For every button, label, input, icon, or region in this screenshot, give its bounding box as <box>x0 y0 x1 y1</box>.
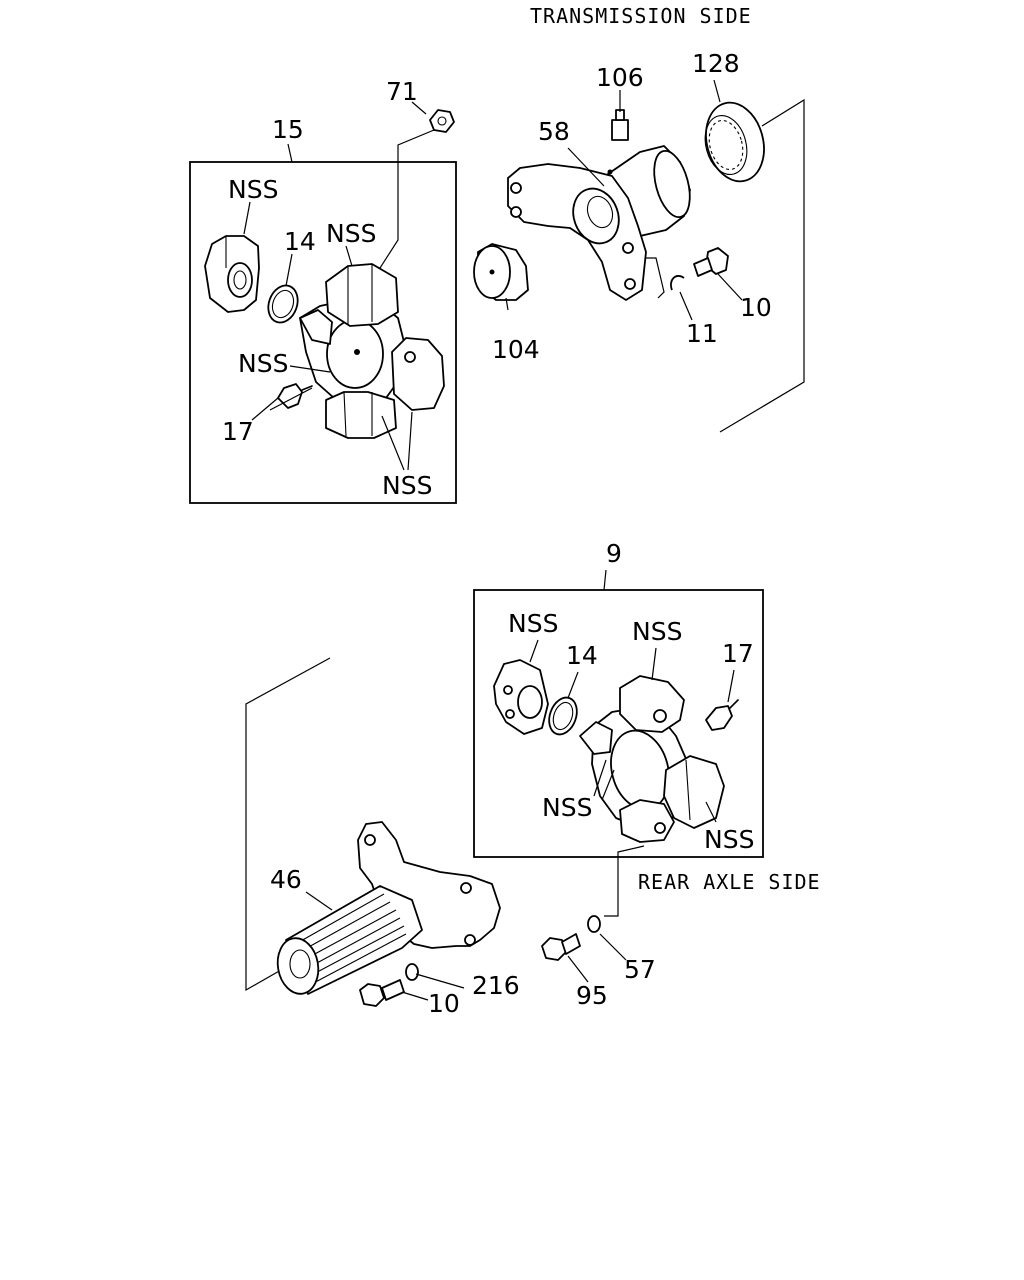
grease-fitting-106 <box>611 109 629 141</box>
label-10-bottom: 10 <box>428 989 460 1018</box>
snap-ring-top <box>267 284 299 324</box>
label-nss-bottom-1: NSS <box>508 609 558 638</box>
snap-ring-bottom <box>548 696 578 736</box>
label-17-top: 17 <box>222 417 254 446</box>
label-95: 95 <box>576 981 608 1010</box>
label-106: 106 <box>596 63 644 92</box>
universal-joint-cross-top <box>299 263 445 439</box>
label-17-bottom: 17 <box>722 639 754 668</box>
label-nss-top-4: NSS <box>382 471 432 500</box>
bearing-cap-bottom <box>493 659 549 735</box>
label-216: 216 <box>472 971 520 1000</box>
label-14-bottom: 14 <box>566 641 598 670</box>
nut-71 <box>429 109 455 133</box>
frame-outline-bottom <box>245 657 331 992</box>
frame-outline-top <box>719 98 805 433</box>
grease-fitting-bottom <box>705 699 739 731</box>
label-nss-top-3: NSS <box>238 349 288 378</box>
label-nss-bottom-2: NSS <box>632 617 682 646</box>
washer-216 <box>405 963 419 981</box>
bolt-10-top <box>693 247 729 277</box>
label-57: 57 <box>624 955 656 984</box>
bearing-104 <box>473 243 529 301</box>
label-71: 71 <box>386 77 418 106</box>
slip-yoke-58 <box>507 145 691 301</box>
label-nss-top-2: NSS <box>326 219 376 248</box>
kit-box-15 <box>189 161 457 504</box>
rear-axle-side-heading: REAR AXLE SIDE <box>638 870 821 894</box>
label-nss-bottom-4: NSS <box>704 825 754 854</box>
label-10-top: 10 <box>740 293 772 322</box>
bolt-10-bottom <box>359 979 405 1007</box>
label-58: 58 <box>538 117 570 146</box>
bearing-cap-top <box>204 235 260 313</box>
label-46: 46 <box>270 865 302 894</box>
label-14-top: 14 <box>284 227 316 256</box>
label-nss-bottom-3: NSS <box>542 793 592 822</box>
label-15: 15 <box>272 115 304 144</box>
transmission-side-heading: TRANSMISSION SIDE <box>530 4 752 28</box>
spline-shaft-yoke-46 <box>276 821 501 995</box>
snap-ring-11 <box>670 275 685 291</box>
universal-joint-cross-bottom <box>579 675 725 843</box>
label-128: 128 <box>692 49 740 78</box>
bearing-128 <box>704 101 765 183</box>
label-nss-top-1: NSS <box>228 175 278 204</box>
washer-57 <box>587 915 601 933</box>
label-104: 104 <box>492 335 540 364</box>
grease-fitting-top <box>277 383 313 409</box>
label-9: 9 <box>606 539 622 568</box>
bolt-95 <box>541 933 581 961</box>
label-11: 11 <box>686 319 718 348</box>
